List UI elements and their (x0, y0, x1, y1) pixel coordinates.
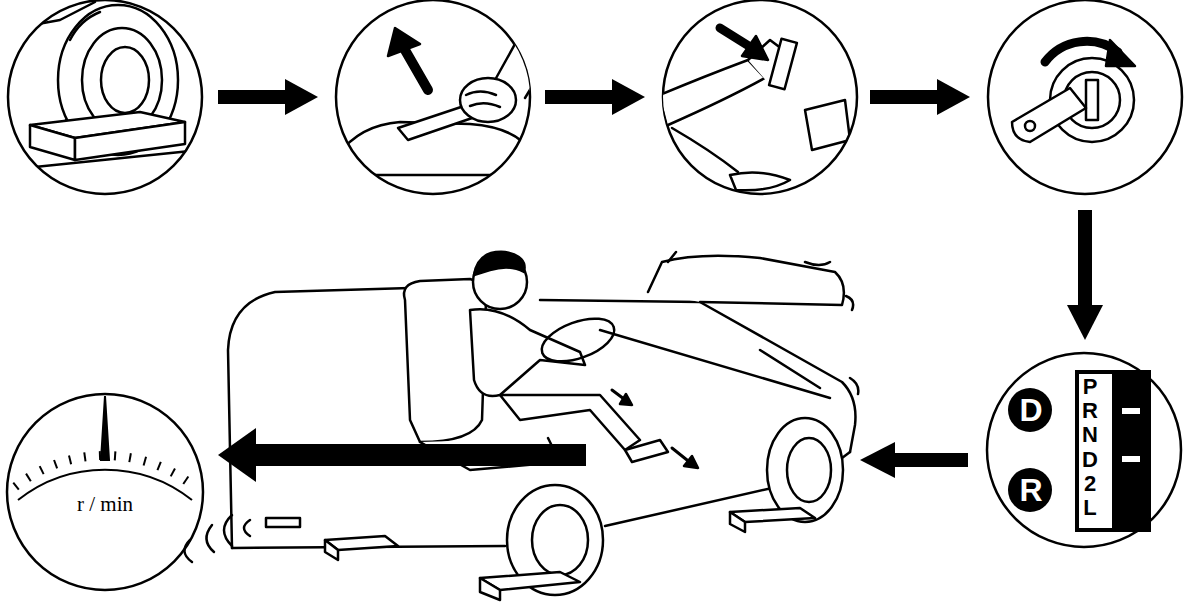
tachometer (13, 396, 192, 500)
pull-arrow-head (388, 28, 420, 56)
chock-block (730, 512, 745, 532)
flow-arrow (860, 442, 895, 478)
other-shoe (730, 172, 790, 190)
gear-selector (1008, 370, 1151, 532)
flow-arrow (937, 79, 970, 115)
chock-block (480, 578, 500, 600)
pedal-arrows (612, 390, 692, 464)
flow-arrow (218, 428, 256, 482)
driver-leg (500, 395, 640, 450)
gear-badge (1008, 468, 1052, 512)
gear-letter: D (1009, 388, 1053, 432)
driver-torso (470, 309, 585, 396)
position-mark (1122, 408, 1140, 414)
selector-plate (1075, 370, 1151, 532)
dial-tick (183, 476, 188, 483)
front-rim (787, 438, 831, 502)
flow-arrow (1078, 210, 1092, 306)
dashboard (600, 330, 830, 398)
flow-arrows (218, 79, 1103, 478)
circle-border (987, 353, 1181, 547)
position-mark (1122, 456, 1140, 462)
flow-arrow (254, 444, 586, 466)
press-arrow (720, 28, 752, 48)
brake-pedal-scene (660, 28, 850, 190)
parking-brake-scene (338, 28, 560, 200)
ground-line (5, 150, 200, 170)
exhaust-pipe (266, 518, 300, 527)
pedal-arrow-head (684, 456, 698, 468)
dial-tick (84, 452, 85, 461)
flow-arrow (612, 79, 645, 115)
chock-block (30, 125, 75, 160)
car-body (228, 288, 410, 548)
selector-window (1079, 374, 1112, 528)
flow-arrow (218, 90, 286, 104)
flow-arrow (545, 90, 613, 104)
dial-tick (171, 468, 175, 476)
flow-arrow (1067, 305, 1103, 340)
key-blade (1086, 80, 1098, 120)
flow-arrow (870, 90, 938, 104)
flow-arrow (285, 79, 318, 115)
hand (460, 78, 516, 122)
key-head (1012, 88, 1086, 142)
accelerator-pedal (805, 100, 850, 150)
turn-arrow-head (1106, 40, 1135, 66)
dial-tick (157, 462, 160, 470)
unit-label: r / min (45, 490, 165, 518)
driver-shoe (625, 440, 668, 462)
front-wheel (767, 418, 843, 522)
result-arrow (218, 428, 586, 482)
dial-tick (144, 457, 146, 466)
exhaust-smoke (184, 515, 250, 562)
open-hood (648, 256, 844, 305)
key-hole (1025, 121, 1035, 131)
press-arrow-head (742, 36, 768, 60)
tachometer-circle: r / min (5, 392, 205, 592)
brake-pedal (769, 39, 797, 90)
flow-arrow (894, 453, 968, 467)
wheel-chock-scene (5, 2, 200, 170)
driver-hair (474, 252, 525, 275)
steering-wheel (536, 310, 620, 370)
hub (101, 47, 149, 113)
needle (101, 396, 109, 460)
vibration-marks (668, 252, 858, 394)
circle-border (7, 394, 203, 590)
pull-arrow (405, 50, 428, 90)
car-illustration (184, 252, 858, 600)
other-leg (672, 128, 738, 172)
step-circle (336, 0, 530, 194)
gear-letter: R (1009, 468, 1053, 512)
rear-rim (532, 505, 588, 575)
gear-circle: DR P R N D 2 L (985, 350, 1183, 550)
ignition-scene (1012, 40, 1135, 142)
fingers (466, 92, 500, 108)
console (338, 122, 532, 200)
dial-tick (69, 455, 71, 464)
step-circle (8, 0, 202, 194)
selector-positions: P R N D 2 L (1079, 375, 1101, 520)
pedal-arrow-head (620, 394, 632, 405)
step-circle (988, 0, 1182, 194)
dial-tick (129, 453, 131, 462)
leg (660, 60, 765, 125)
dial-tick (114, 451, 117, 460)
dial-tick (26, 474, 31, 482)
gear-badge (1008, 388, 1052, 432)
chock-block (325, 540, 338, 560)
dial-tick (40, 466, 44, 474)
dial-tick (54, 460, 57, 468)
dial-tick (13, 483, 19, 490)
